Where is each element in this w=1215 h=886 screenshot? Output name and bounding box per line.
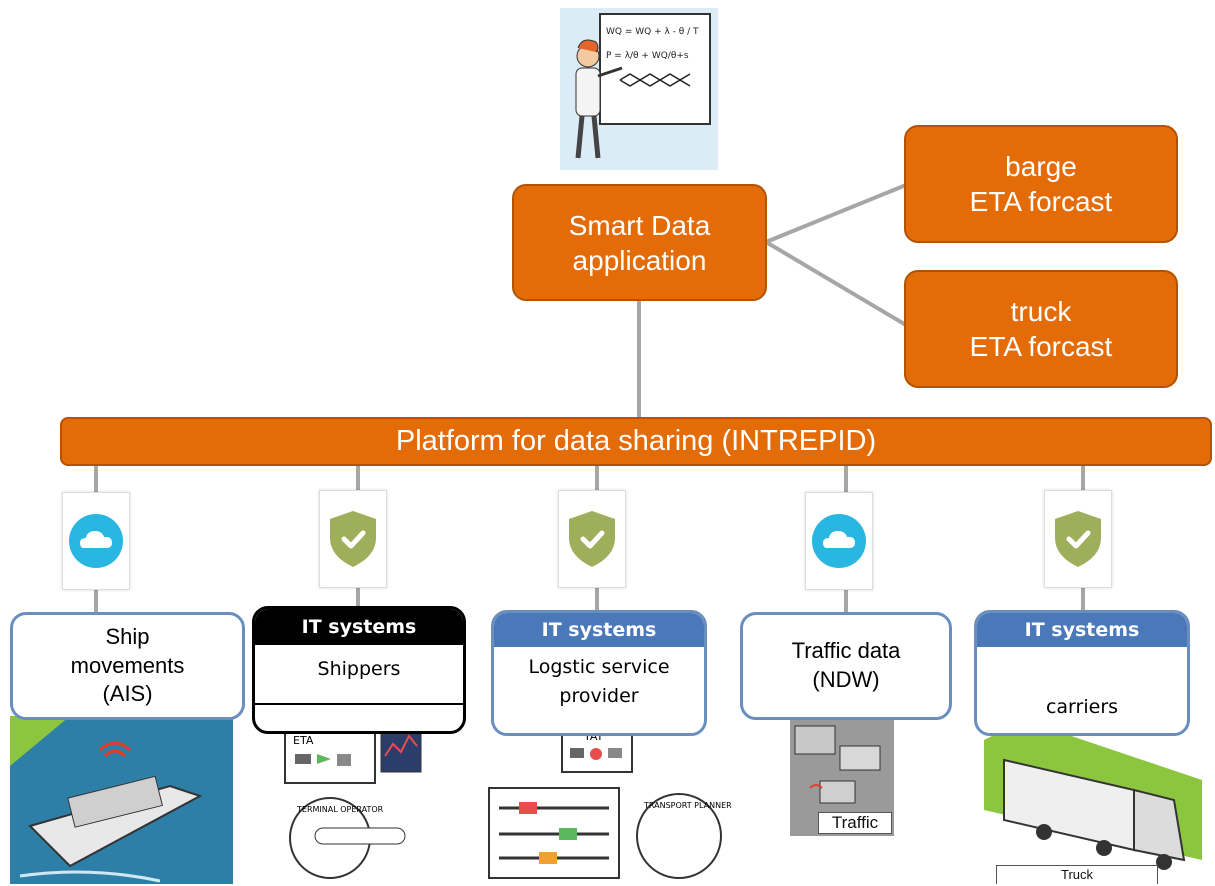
carriers-icon-box bbox=[1044, 490, 1112, 588]
formula-line-1: WQ = WQ + λ - θ / T bbox=[606, 27, 699, 37]
formula-line-2: P = λ/θ + WQ/θ+s bbox=[606, 51, 689, 61]
lsp-it-systems-header: IT systems bbox=[494, 613, 704, 647]
traffic-source-text: Traffic data (NDW) bbox=[791, 638, 901, 692]
scientist-illustration: WQ = WQ + λ - θ / T P = λ/θ + WQ/θ+s bbox=[560, 8, 718, 170]
ship-illustration bbox=[10, 716, 233, 884]
ais-source-box: Ship movements (AIS) bbox=[10, 612, 245, 720]
carriers-source-text: carriers bbox=[1045, 696, 1119, 718]
truck-illustration: Truck bbox=[984, 720, 1202, 884]
ais-icon-box bbox=[62, 492, 130, 590]
shippers-source-box: IT systems Shippers bbox=[252, 606, 466, 734]
traffic-icon-box bbox=[805, 492, 873, 590]
traffic-photo: Traffic bbox=[790, 716, 894, 836]
lsp-role-label: TRANSPORT PLANNER bbox=[643, 801, 732, 810]
shippers-it-systems-header: IT systems bbox=[255, 609, 463, 645]
traffic-source-box: Traffic data (NDW) bbox=[740, 612, 952, 720]
cloud-icon bbox=[812, 514, 866, 568]
traffic-photo-label: Traffic bbox=[818, 812, 892, 834]
truck-eta-forecast-box: truck ETA forcast bbox=[904, 270, 1178, 388]
lsp-icon-box bbox=[558, 490, 626, 588]
shield-check-icon bbox=[569, 511, 615, 567]
lsp-source-text: Logstic service provider bbox=[528, 656, 670, 707]
connector-smartdata-truck bbox=[764, 240, 908, 327]
shield-check-icon bbox=[1055, 511, 1101, 567]
platform-bar: Platform for data sharing (INTREPID) bbox=[60, 417, 1212, 466]
shippers-illustration: ETA TERMINAL OPERATOR bbox=[255, 716, 465, 886]
carriers-it-systems-header: IT systems bbox=[977, 613, 1187, 647]
platform-label: Platform for data sharing (INTREPID) bbox=[395, 425, 877, 457]
shippers-role-label: TERMINAL OPERATOR bbox=[296, 805, 384, 814]
smart-data-application-box: Smart Data application bbox=[512, 184, 767, 301]
cloud-icon bbox=[69, 514, 123, 568]
truck-illustration-label: Truck bbox=[996, 865, 1158, 884]
shippers-eta-label: ETA bbox=[293, 734, 314, 747]
shippers-icon-box bbox=[319, 490, 387, 588]
barge-eta-forecast-box: barge ETA forcast bbox=[904, 125, 1178, 243]
connector-smartdata-barge bbox=[765, 183, 907, 244]
shield-check-icon bbox=[330, 511, 376, 567]
shippers-source-text: Shippers bbox=[317, 658, 401, 680]
ais-source-text: Ship movements (AIS) bbox=[70, 624, 185, 707]
carriers-source-box: IT systems carriers bbox=[974, 610, 1190, 736]
lsp-illustration: TAT TRANSPORT PLANNER bbox=[484, 716, 738, 886]
lsp-source-box: IT systems Logstic service provider bbox=[491, 610, 707, 736]
